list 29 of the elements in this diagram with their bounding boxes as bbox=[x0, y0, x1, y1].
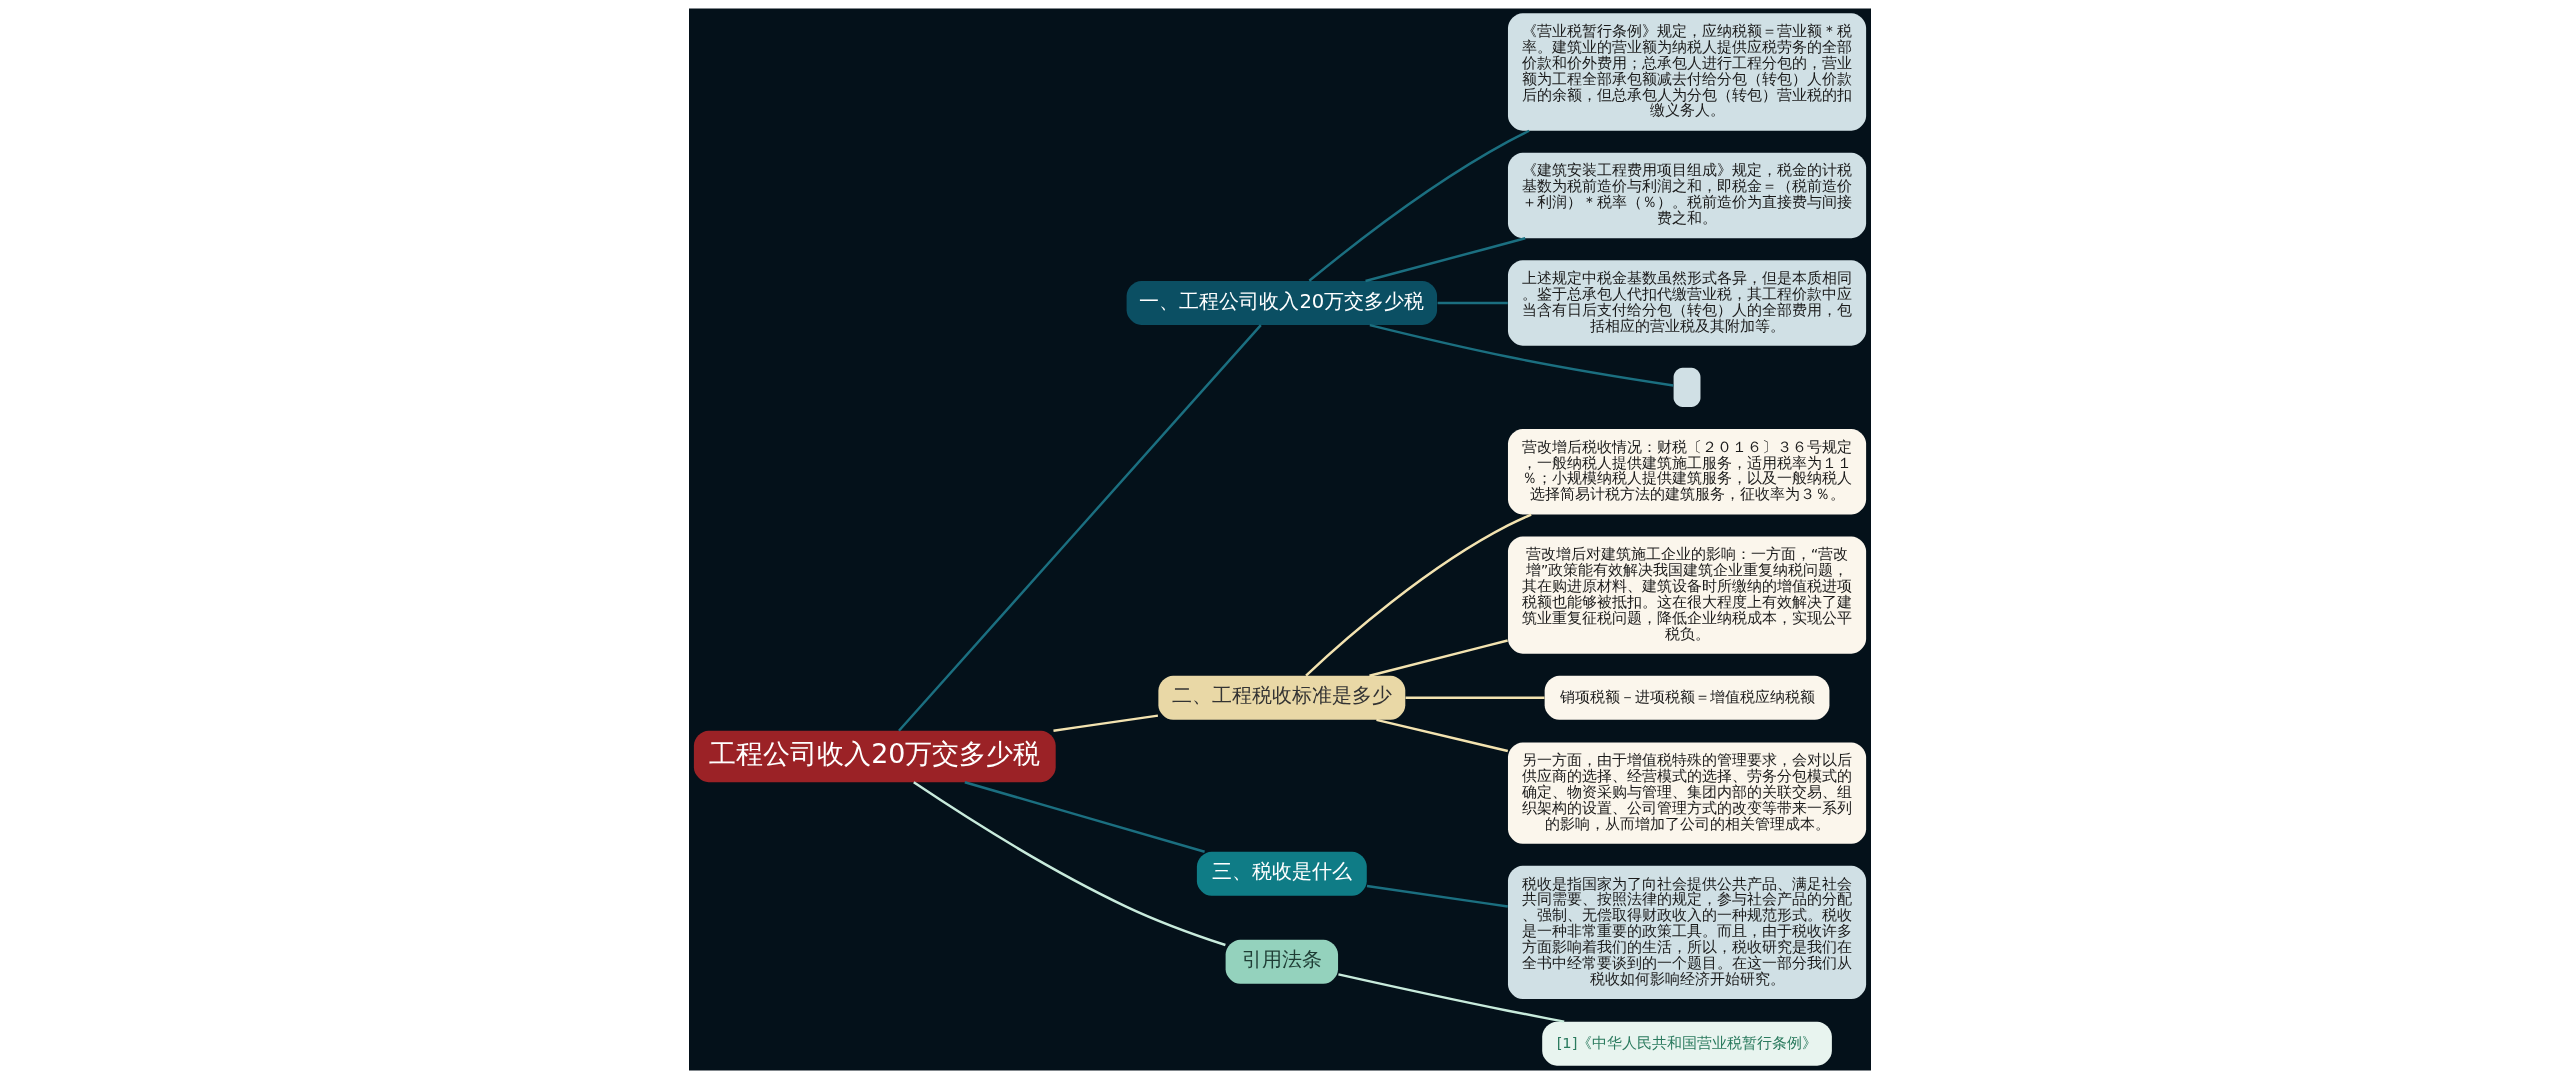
connector bbox=[964, 781, 1205, 853]
node-box: 工程公司收入20万交多少税 bbox=[693, 730, 1056, 783]
node-box: 《营业税暂行条例》规定，应纳税额＝营业额＊税率。建筑业的营业额为纳税人提供应税劳务的全部价款和价外费用；总承包人进行工程分包的，营业额为工程全部承包额减去付给分包（转包）人价款后的余额，但总承包人为分包（转包）营业税的扣缴义务人。 bbox=[1507, 13, 1867, 131]
node-box: [1]《中华人民共和国营业税暂行条例》 bbox=[1542, 1021, 1832, 1066]
node-box: 营改增后对建筑施工企业的影响：一方面，“营改增”政策能有效解决我国建筑企业重复纳税问题，其在购进原材料、建筑设备时所缴纳的增值税进项税额也能够被抵扣。这在很大程度上有效解决了建筑业重复征税问题，降低企业纳税成本，实现公平税负。 bbox=[1507, 536, 1867, 654]
connector bbox=[1365, 237, 1526, 283]
connector bbox=[1308, 129, 1530, 282]
node-box: 二、工程税收标准是多少 bbox=[1158, 675, 1406, 720]
connector bbox=[1405, 696, 1545, 699]
node-box: 另一方面，由于增值税特殊的管理要求，会对以后供应商的选择、经营模式的选择、劳务分包模式的确定、物资采购与管理、集团内部的关联交易、组织架构的设置、公司管理方式的改变等带来一系列的影响，从而增加了公司的相关管理成本。 bbox=[1507, 742, 1867, 844]
connector bbox=[1053, 714, 1159, 732]
node-box: 税收是指国家为了向社会提供公共产品、满足社会共同需要、按照法律的规定，参与社会产品的分配、强制、无偿取得财政收入的一种规范形式。税收是一种非常重要的政策工具。而且，由于税收许多方面影响着我们的生活，所以，税收研究是我们在全书中经常要谈到的一个题目。在这一部分我们从税收如何影响经济开始研究。 bbox=[1507, 865, 1867, 1000]
connector bbox=[1437, 301, 1508, 305]
connector bbox=[898, 324, 1262, 732]
connector bbox=[1338, 973, 1565, 1023]
node-box bbox=[1673, 367, 1701, 407]
connector bbox=[913, 781, 1226, 947]
node-box: 一、工程公司收入20万交多少税 bbox=[1126, 281, 1438, 325]
connector bbox=[1369, 639, 1508, 677]
connector bbox=[1366, 884, 1508, 908]
node-box: 引用法条 bbox=[1225, 939, 1339, 984]
node-box: 三、税收是什么 bbox=[1196, 851, 1367, 896]
node-box: 销项税额－进项税额＝增值税应纳税额 bbox=[1544, 675, 1830, 720]
connector bbox=[1305, 513, 1532, 677]
connector bbox=[1376, 718, 1509, 753]
node-box: 营改增后税收情况：财税〔２０１６〕３６号规定，一般纳税人提供建筑施工服务，适用税率为１１％；小规模纳税人提供建筑服务，以及一般纳税人选择简易计税方法的建筑服务，征收率为３％。 bbox=[1507, 428, 1867, 515]
node-box: 上述规定中税金基数虽然形式各异，但是本质相同。鉴于总承包人代扣代缴营业税，其工程价款中应当含有日后支付给分包（转包）人的全部费用，包括相应的营业税及其附加等。 bbox=[1507, 260, 1867, 346]
connector bbox=[1369, 323, 1674, 387]
node-box: 《建筑安装工程费用项目组成》规定，税金的计税基数为税前造价与利润之和，即税金＝（税前造价＋利润）＊税率（％）。税前造价为直接费与间接费之和。 bbox=[1507, 152, 1867, 239]
